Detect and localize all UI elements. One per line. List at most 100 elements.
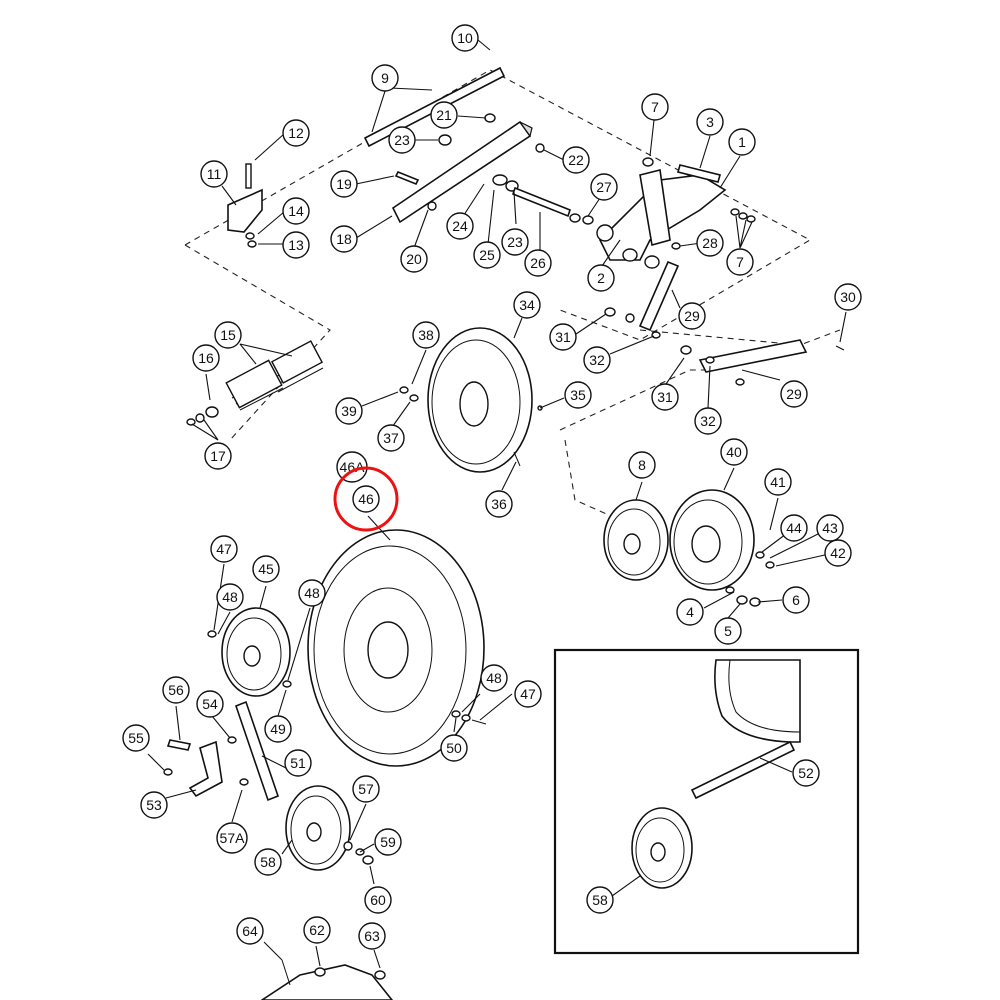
callout-circle <box>628 451 656 479</box>
callout-3: 3 <box>696 108 724 136</box>
callout-text: 26 <box>530 255 546 271</box>
callout-text: 31 <box>555 329 571 345</box>
callout-text: 1 <box>738 134 746 150</box>
callout-47: 47 <box>210 535 238 563</box>
callout-circle <box>298 579 326 607</box>
callout-circle <box>473 241 501 269</box>
callout-52: 52 <box>792 759 820 787</box>
callout-circle <box>720 438 748 466</box>
callout-15: 15 <box>214 321 242 349</box>
callout-34: 34 <box>513 291 541 319</box>
springs-15 <box>186 340 324 426</box>
callout-56: 56 <box>162 676 190 704</box>
callout-text: 25 <box>479 247 495 263</box>
callout-text: 6 <box>792 592 800 608</box>
callout-57A: 57A <box>216 822 248 854</box>
callout-circle <box>587 264 615 292</box>
callout-8: 8 <box>628 451 656 479</box>
callout-circle <box>792 759 820 787</box>
callout-text: 45 <box>258 561 274 577</box>
callout-circle <box>282 197 310 225</box>
callout-circle <box>264 715 292 743</box>
callout-text: 30 <box>840 289 856 305</box>
callout-text: 12 <box>288 125 304 141</box>
callout-circle <box>200 160 228 188</box>
callout-24: 24 <box>446 212 474 240</box>
callout-32: 32 <box>583 346 611 374</box>
callout-text: 42 <box>830 545 846 561</box>
callout-circle <box>358 922 386 950</box>
callout-62: 62 <box>303 916 331 944</box>
callout-63: 63 <box>358 922 386 950</box>
callout-23: 23 <box>501 228 529 256</box>
callout-text: 13 <box>288 237 304 253</box>
callout-text: 29 <box>684 308 700 324</box>
callout-48: 48 <box>298 579 326 607</box>
callout-circle <box>400 245 428 273</box>
callout-text: 9 <box>381 70 389 86</box>
callout-55: 55 <box>122 724 150 752</box>
callout-text: 7 <box>651 99 659 115</box>
callout-text: 52 <box>798 765 814 781</box>
callout-18: 18 <box>330 225 358 253</box>
callout-circle <box>162 676 190 704</box>
callout-text: 59 <box>380 834 396 850</box>
callout-circle <box>694 407 722 435</box>
callout-text: 55 <box>128 730 144 746</box>
callout-31: 31 <box>549 323 577 351</box>
callout-text: 29 <box>786 386 802 402</box>
callout-22: 22 <box>562 146 590 174</box>
callout-text: 46A <box>340 459 366 475</box>
highlight-ring <box>333 466 399 532</box>
callout-13: 13 <box>282 231 310 259</box>
callout-text: 4 <box>686 604 694 620</box>
callout-text: 32 <box>700 413 716 429</box>
callout-text: 5 <box>724 623 732 639</box>
callout-text: 48 <box>486 670 502 686</box>
callout-circle <box>480 664 508 692</box>
callout-50: 50 <box>440 734 468 762</box>
pulley-58 <box>285 785 374 871</box>
callout-text: 57A <box>220 830 246 846</box>
callout-43: 43 <box>816 514 844 542</box>
callout-26: 26 <box>524 249 552 277</box>
callout-text: 64 <box>242 923 258 939</box>
callout-46: 46 <box>352 485 380 513</box>
callout-2: 2 <box>587 264 615 292</box>
callout-circle <box>140 791 168 819</box>
callout-text: 14 <box>288 203 304 219</box>
callout-circle <box>216 822 248 854</box>
callout-text: 41 <box>770 474 786 490</box>
callout-text: 54 <box>202 696 218 712</box>
callout-4: 4 <box>676 598 704 626</box>
callout-text: 62 <box>309 922 325 938</box>
callout-circle <box>440 734 468 762</box>
callout-40: 40 <box>720 438 748 466</box>
callout-text: 19 <box>336 176 352 192</box>
callout-text: 31 <box>657 389 673 405</box>
pivot-arm-assembly <box>569 157 756 269</box>
callout-41: 41 <box>764 468 792 496</box>
callout-29: 29 <box>678 302 706 330</box>
callout-31: 31 <box>651 383 679 411</box>
link-29 <box>604 260 845 386</box>
callout-text: 43 <box>822 520 838 536</box>
callout-circle <box>513 291 541 319</box>
callout-circle <box>782 586 810 614</box>
callout-text: 2 <box>597 270 605 286</box>
callout-48: 48 <box>480 664 508 692</box>
callout-text: 11 <box>207 166 222 182</box>
callout-text: 34 <box>519 297 535 313</box>
callout-25: 25 <box>473 241 501 269</box>
callout-text: 22 <box>568 152 584 168</box>
callout-circle <box>726 248 754 276</box>
pulley-40 <box>669 489 775 607</box>
callout-text: 47 <box>520 686 536 702</box>
callout-7: 7 <box>641 93 669 121</box>
callout-text: 20 <box>406 251 422 267</box>
callout-text: 17 <box>210 448 226 464</box>
callout-9: 9 <box>371 64 399 92</box>
callout-23: 23 <box>388 126 416 154</box>
callout-30: 30 <box>834 283 862 311</box>
